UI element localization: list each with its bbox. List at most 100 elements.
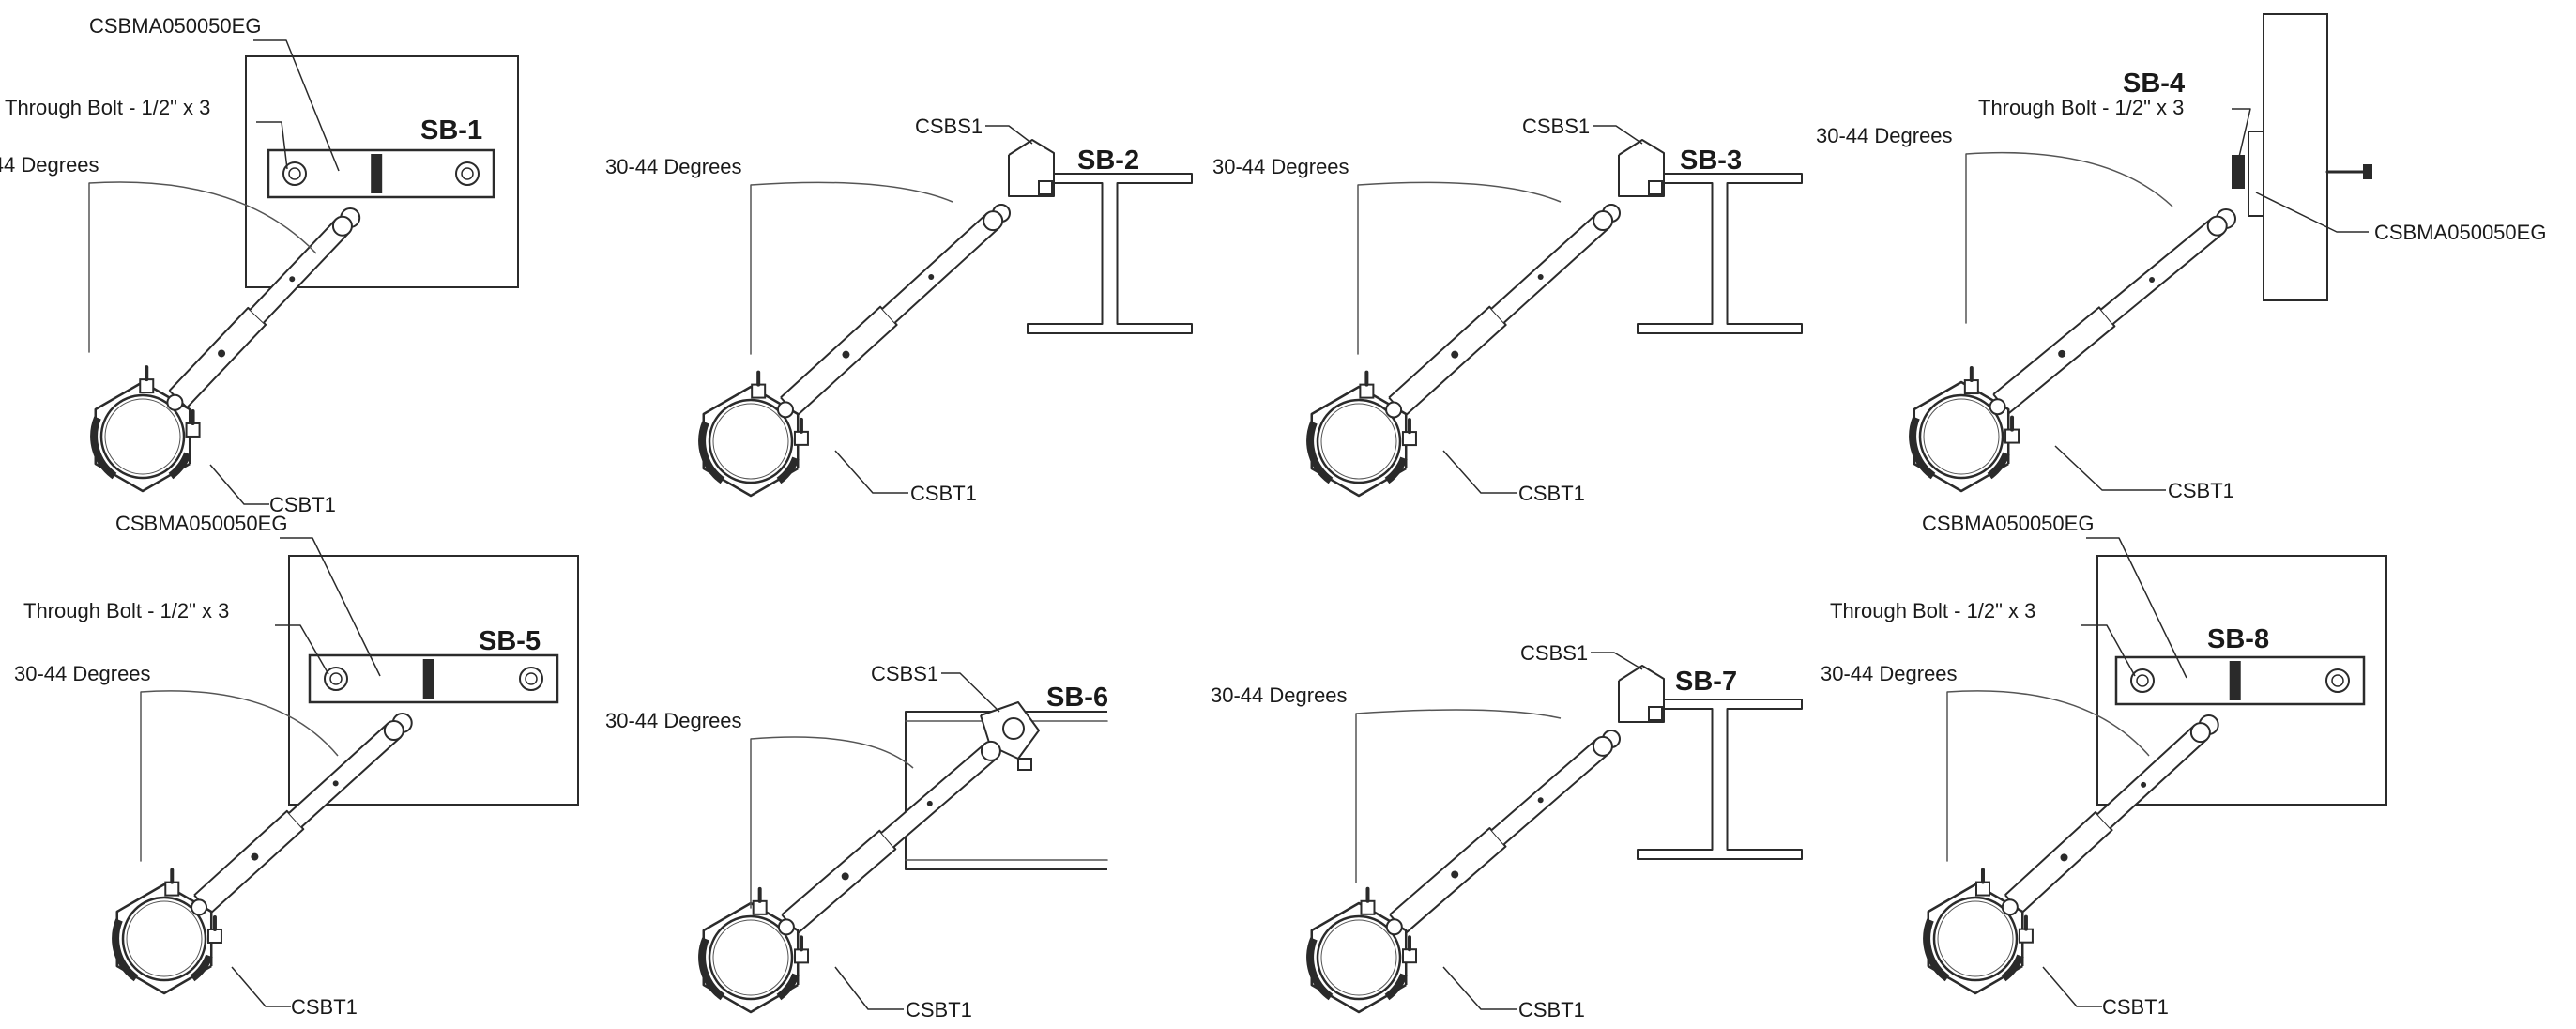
angle-arc bbox=[1946, 690, 2150, 757]
set-screw bbox=[332, 780, 339, 787]
pivot-pin bbox=[2001, 898, 2019, 916]
hex-nut-bore bbox=[2331, 674, 2344, 687]
pipe-inner bbox=[712, 919, 789, 996]
brace-tube bbox=[1389, 827, 1507, 934]
pipe-inner bbox=[104, 398, 181, 475]
leader-line bbox=[231, 966, 291, 1007]
angle-arc bbox=[750, 736, 914, 769]
liner-pad bbox=[776, 973, 800, 1001]
bolt-nut bbox=[2363, 164, 2372, 179]
set-screw bbox=[928, 274, 935, 281]
clamp-label: CSBT1 bbox=[910, 482, 977, 505]
clamp-label: CSBT1 bbox=[906, 998, 972, 1021]
pipe bbox=[1316, 398, 1402, 484]
set-screw bbox=[251, 852, 259, 861]
beam-clamp-screw bbox=[1648, 706, 1663, 721]
beam-clamp-screw bbox=[1648, 180, 1663, 195]
brace-tube bbox=[780, 305, 898, 417]
leader-line bbox=[2054, 445, 2166, 491]
figure-title: SB-5 bbox=[479, 626, 541, 656]
liner-pad bbox=[698, 421, 725, 484]
leader-line bbox=[256, 121, 288, 170]
bolt-label: Through Bolt - 1/2" x 3 bbox=[5, 96, 210, 119]
clamp-bolt bbox=[1974, 881, 1990, 897]
figure-title: SB-3 bbox=[1680, 146, 1742, 176]
figure-title: SB-7 bbox=[1675, 667, 1737, 697]
brace-rod bbox=[1490, 738, 1610, 846]
clamp-label: CSBT1 bbox=[1518, 998, 1585, 1021]
leader-line bbox=[2255, 192, 2369, 233]
figure-title: SB-2 bbox=[1077, 146, 1139, 176]
wall-bracket bbox=[2248, 131, 2264, 217]
leader-line bbox=[1591, 652, 1643, 670]
pipe bbox=[99, 393, 186, 480]
rod-eye bbox=[1592, 735, 1613, 757]
angle-label: 30-44 Degrees bbox=[1211, 683, 1348, 707]
liner-pad bbox=[190, 954, 213, 982]
angle-arc bbox=[140, 690, 339, 757]
rod-eye bbox=[2206, 215, 2228, 237]
clamp-bolt bbox=[139, 378, 155, 394]
liner-pad bbox=[1923, 918, 1950, 982]
brace-tube bbox=[2004, 811, 2113, 914]
hex-nut bbox=[455, 161, 480, 186]
pipe-inner bbox=[1320, 403, 1397, 480]
leader-line bbox=[253, 39, 340, 172]
hex-nut bbox=[519, 667, 543, 691]
rod-eye bbox=[1593, 210, 1614, 232]
angle-label: 30-44 Degrees bbox=[14, 662, 151, 685]
brace-tube bbox=[781, 829, 897, 934]
leader-line bbox=[209, 464, 269, 505]
leader-line bbox=[2086, 537, 2187, 679]
pipe-inner bbox=[126, 900, 203, 977]
liner-pad bbox=[1306, 421, 1334, 484]
leader-line bbox=[275, 624, 329, 675]
pipe bbox=[1932, 896, 2019, 982]
brace-rod bbox=[1490, 212, 1610, 324]
pivot-pin bbox=[1385, 401, 1403, 419]
angle-label: 30-44 Degrees bbox=[1212, 155, 1349, 178]
angle-label: 30-44 Degrees bbox=[1816, 124, 1953, 147]
liner-pad bbox=[112, 918, 139, 982]
i-beam bbox=[1637, 699, 1803, 860]
hex-nut-bore bbox=[2136, 674, 2149, 687]
pivot-pin bbox=[777, 918, 795, 936]
clamp-bolt bbox=[794, 948, 810, 964]
pipe-inner bbox=[1937, 900, 2014, 977]
liner-pad bbox=[1384, 973, 1408, 1001]
clamp-bolt bbox=[1401, 431, 1417, 447]
clamp-label: CSBT1 bbox=[2102, 995, 2169, 1019]
figure-title: SB-4 bbox=[2123, 69, 2185, 99]
liner-pad bbox=[776, 456, 800, 484]
beam-clamp-label: CSBS1 bbox=[1522, 115, 1590, 138]
pivot-pin bbox=[166, 393, 184, 411]
through-bolt bbox=[2232, 155, 2245, 189]
angle-label: 30-44 Degrees bbox=[1821, 662, 1958, 685]
part-label: CSBMA050050EG bbox=[89, 14, 261, 38]
brace-tube bbox=[1388, 305, 1507, 417]
liner-pad bbox=[90, 416, 117, 480]
leader-line bbox=[2232, 108, 2251, 158]
leader-line bbox=[1593, 125, 1643, 145]
set-screw bbox=[842, 350, 850, 359]
liner-pad bbox=[1306, 937, 1334, 1001]
set-screw bbox=[2149, 276, 2156, 283]
brace-rod bbox=[2100, 217, 2225, 325]
rod-eye bbox=[2189, 722, 2211, 744]
i-beam bbox=[1637, 173, 1803, 334]
brace-tube bbox=[168, 306, 267, 409]
leader-line bbox=[941, 672, 1000, 713]
i-beam bbox=[1027, 173, 1193, 334]
rod-eye bbox=[331, 215, 353, 237]
set-screw bbox=[218, 349, 226, 358]
pipe-inner bbox=[712, 403, 789, 480]
set-screw bbox=[841, 872, 849, 881]
bolt-label: Through Bolt - 1/2" x 3 bbox=[23, 599, 229, 622]
angle-label: 30-44 Degrees bbox=[605, 709, 742, 732]
clamp-bolt bbox=[206, 928, 222, 944]
beam-clamp-screw bbox=[1017, 758, 1032, 771]
beam-clamp-label: CSBS1 bbox=[915, 115, 983, 138]
